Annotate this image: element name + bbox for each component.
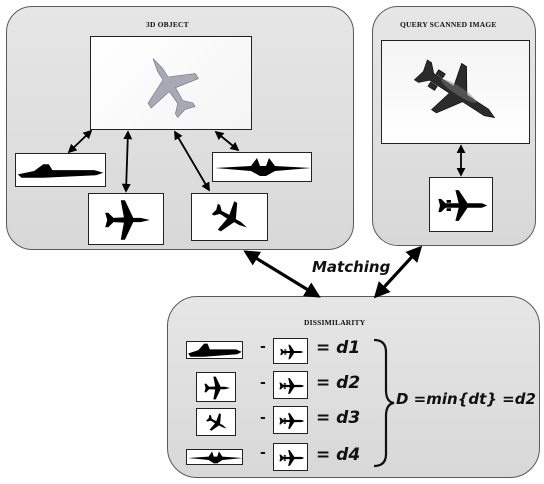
dissimilarity-d1: = d1	[316, 338, 361, 358]
row2-query-box	[273, 371, 308, 399]
formula-text: D =min{dt} =d2	[396, 390, 536, 408]
business-jet-photo-icon	[405, 46, 511, 142]
dissimilarity-d3: = d3	[316, 408, 361, 428]
arrow-render-to-angled	[174, 130, 210, 192]
dissimilarity-panel-title: DISSIMILARITY	[304, 318, 366, 327]
object-panel-title: 3D OBJECT	[146, 20, 189, 29]
minus-sign: -	[260, 410, 266, 426]
row4-view-box	[186, 449, 243, 465]
row1-view-box	[186, 341, 243, 359]
view-side-box	[15, 153, 106, 187]
view-angled-box	[191, 193, 268, 241]
arrow-render-to-front	[214, 130, 240, 152]
curly-brace	[373, 338, 395, 468]
row4-query-box	[273, 443, 308, 471]
minus-sign: -	[260, 445, 266, 461]
row3-query-box	[273, 406, 308, 434]
query-silhouette-box	[429, 177, 493, 232]
render-image-box	[90, 36, 252, 130]
matching-label: Matching	[312, 258, 391, 276]
arrow-object-to-dissimilarity	[243, 250, 321, 298]
minus-sign: -	[260, 375, 266, 391]
query-panel-title: QUERY SCANNED IMAGE	[400, 20, 497, 29]
arrow-render-to-top	[121, 130, 133, 193]
row1-query-box	[273, 338, 308, 364]
arrow-query-to-dissimilarity	[373, 245, 423, 299]
arrow-render-to-side	[67, 129, 93, 154]
view-top-box	[88, 193, 164, 245]
dissimilarity-d2: = d2	[316, 373, 361, 393]
view-front-box	[212, 152, 312, 182]
minus-sign: -	[260, 339, 266, 355]
row3-view-box	[196, 408, 236, 436]
row2-view-box	[196, 372, 236, 402]
query-photo-box	[381, 40, 530, 144]
dissimilarity-d4: = d4	[316, 445, 361, 465]
